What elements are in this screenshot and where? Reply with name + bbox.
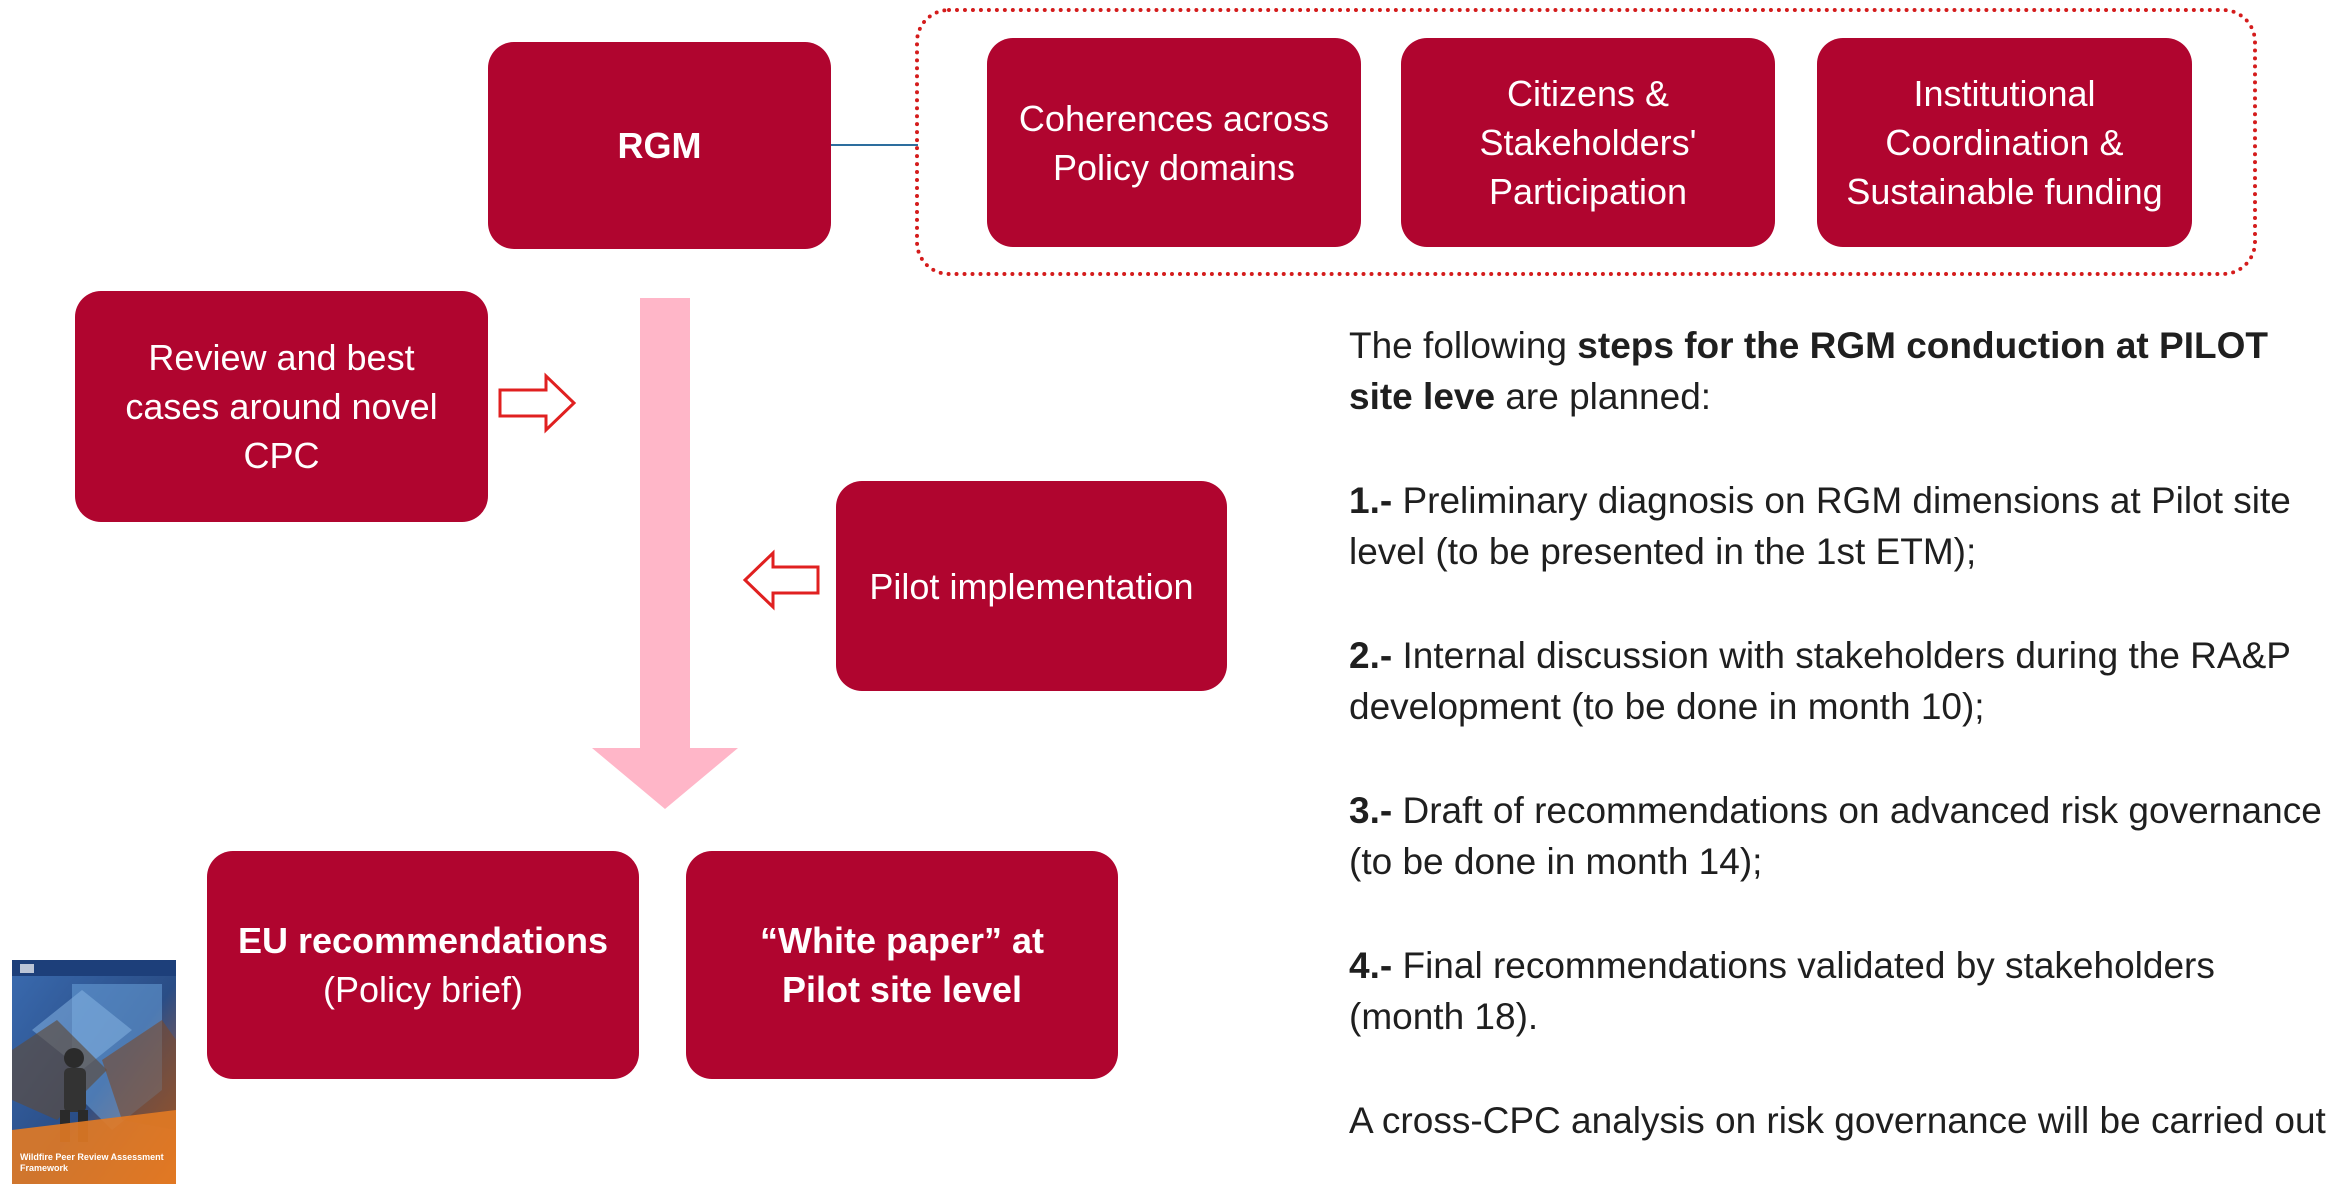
dimension-label-coordination: Institutional Coordination & Sustainable…	[1846, 73, 2163, 212]
brochure-cover-image: Wildfire Peer Review Assessment Framewor…	[12, 960, 176, 1184]
step-text: Internal discussion with stakeholders du…	[1349, 635, 2291, 727]
step-number: 2.-	[1349, 635, 1393, 676]
dimension-box-coordination: Institutional Coordination & Sustainable…	[1817, 38, 2192, 247]
brochure-cover-graphic	[12, 960, 176, 1184]
dimension-box-participation: Citizens & Stakeholders' Participation	[1401, 38, 1775, 247]
white-paper-box: “White paper” at Pilot site level	[686, 851, 1118, 1079]
rgm-label: RGM	[617, 125, 702, 166]
rgm-connector-line	[831, 144, 918, 146]
step-item: 4.- Final recommendations validated by s…	[1349, 940, 2329, 1042]
main-flow-arrow	[592, 298, 738, 809]
step-number: 1.-	[1349, 480, 1393, 521]
white-paper-label: “White paper” at Pilot site level	[759, 920, 1045, 1010]
pilot-implementation-box: Pilot implementation	[836, 481, 1227, 691]
step-text: Preliminary diagnosis on RGM dimensions …	[1349, 480, 2291, 572]
steps-intro-suffix: are planned:	[1495, 376, 1712, 417]
dimensions-group-border	[915, 8, 2257, 276]
step-item: 3.- Draft of recommendations on advanced…	[1349, 785, 2329, 887]
eu-recommendations-box: EU recommendations (Policy brief)	[207, 851, 639, 1079]
step-text: Draft of recommendations on advanced ris…	[1349, 790, 2322, 882]
step-number: 3.-	[1349, 790, 1393, 831]
dimension-label-participation: Citizens & Stakeholders' Participation	[1479, 73, 1697, 212]
review-label: Review and best cases around novel CPC	[125, 337, 438, 476]
steps-intro-prefix: The following	[1349, 325, 1578, 366]
rgm-box: RGM	[488, 42, 831, 249]
steps-conclusion: A cross-CPC analysis on risk governance …	[1349, 1095, 2329, 1146]
steps-panel: The following steps for the RGM conducti…	[1349, 320, 2329, 1146]
dimension-label-coherences: Coherences across Policy domains	[1018, 97, 1330, 188]
right-outline-arrow-icon	[498, 372, 577, 434]
review-box: Review and best cases around novel CPC	[75, 291, 488, 522]
step-number: 4.-	[1349, 945, 1393, 986]
left-outline-arrow-icon	[742, 549, 820, 611]
brochure-title: Wildfire Peer Review Assessment Framewor…	[20, 1152, 164, 1173]
pilot-implementation-label: Pilot implementation	[869, 565, 1194, 607]
eu-recommendations-subtitle: (Policy brief)	[322, 969, 524, 1010]
steps-conclusion-text: A cross-CPC analysis on risk governance …	[1349, 1100, 2326, 1141]
step-item: 2.- Internal discussion with stakeholder…	[1349, 630, 2329, 732]
step-text: Final recommendations validated by stake…	[1349, 945, 2215, 1037]
steps-intro: The following steps for the RGM conducti…	[1349, 320, 2329, 422]
dimension-box-coherences: Coherences across Policy domains	[987, 38, 1361, 247]
step-item: 1.- Preliminary diagnosis on RGM dimensi…	[1349, 475, 2329, 577]
steps-intro-bold: steps for the RGM conduction at PILOT si…	[1349, 325, 2268, 417]
eu-recommendations-title: EU recommendations	[237, 920, 609, 961]
